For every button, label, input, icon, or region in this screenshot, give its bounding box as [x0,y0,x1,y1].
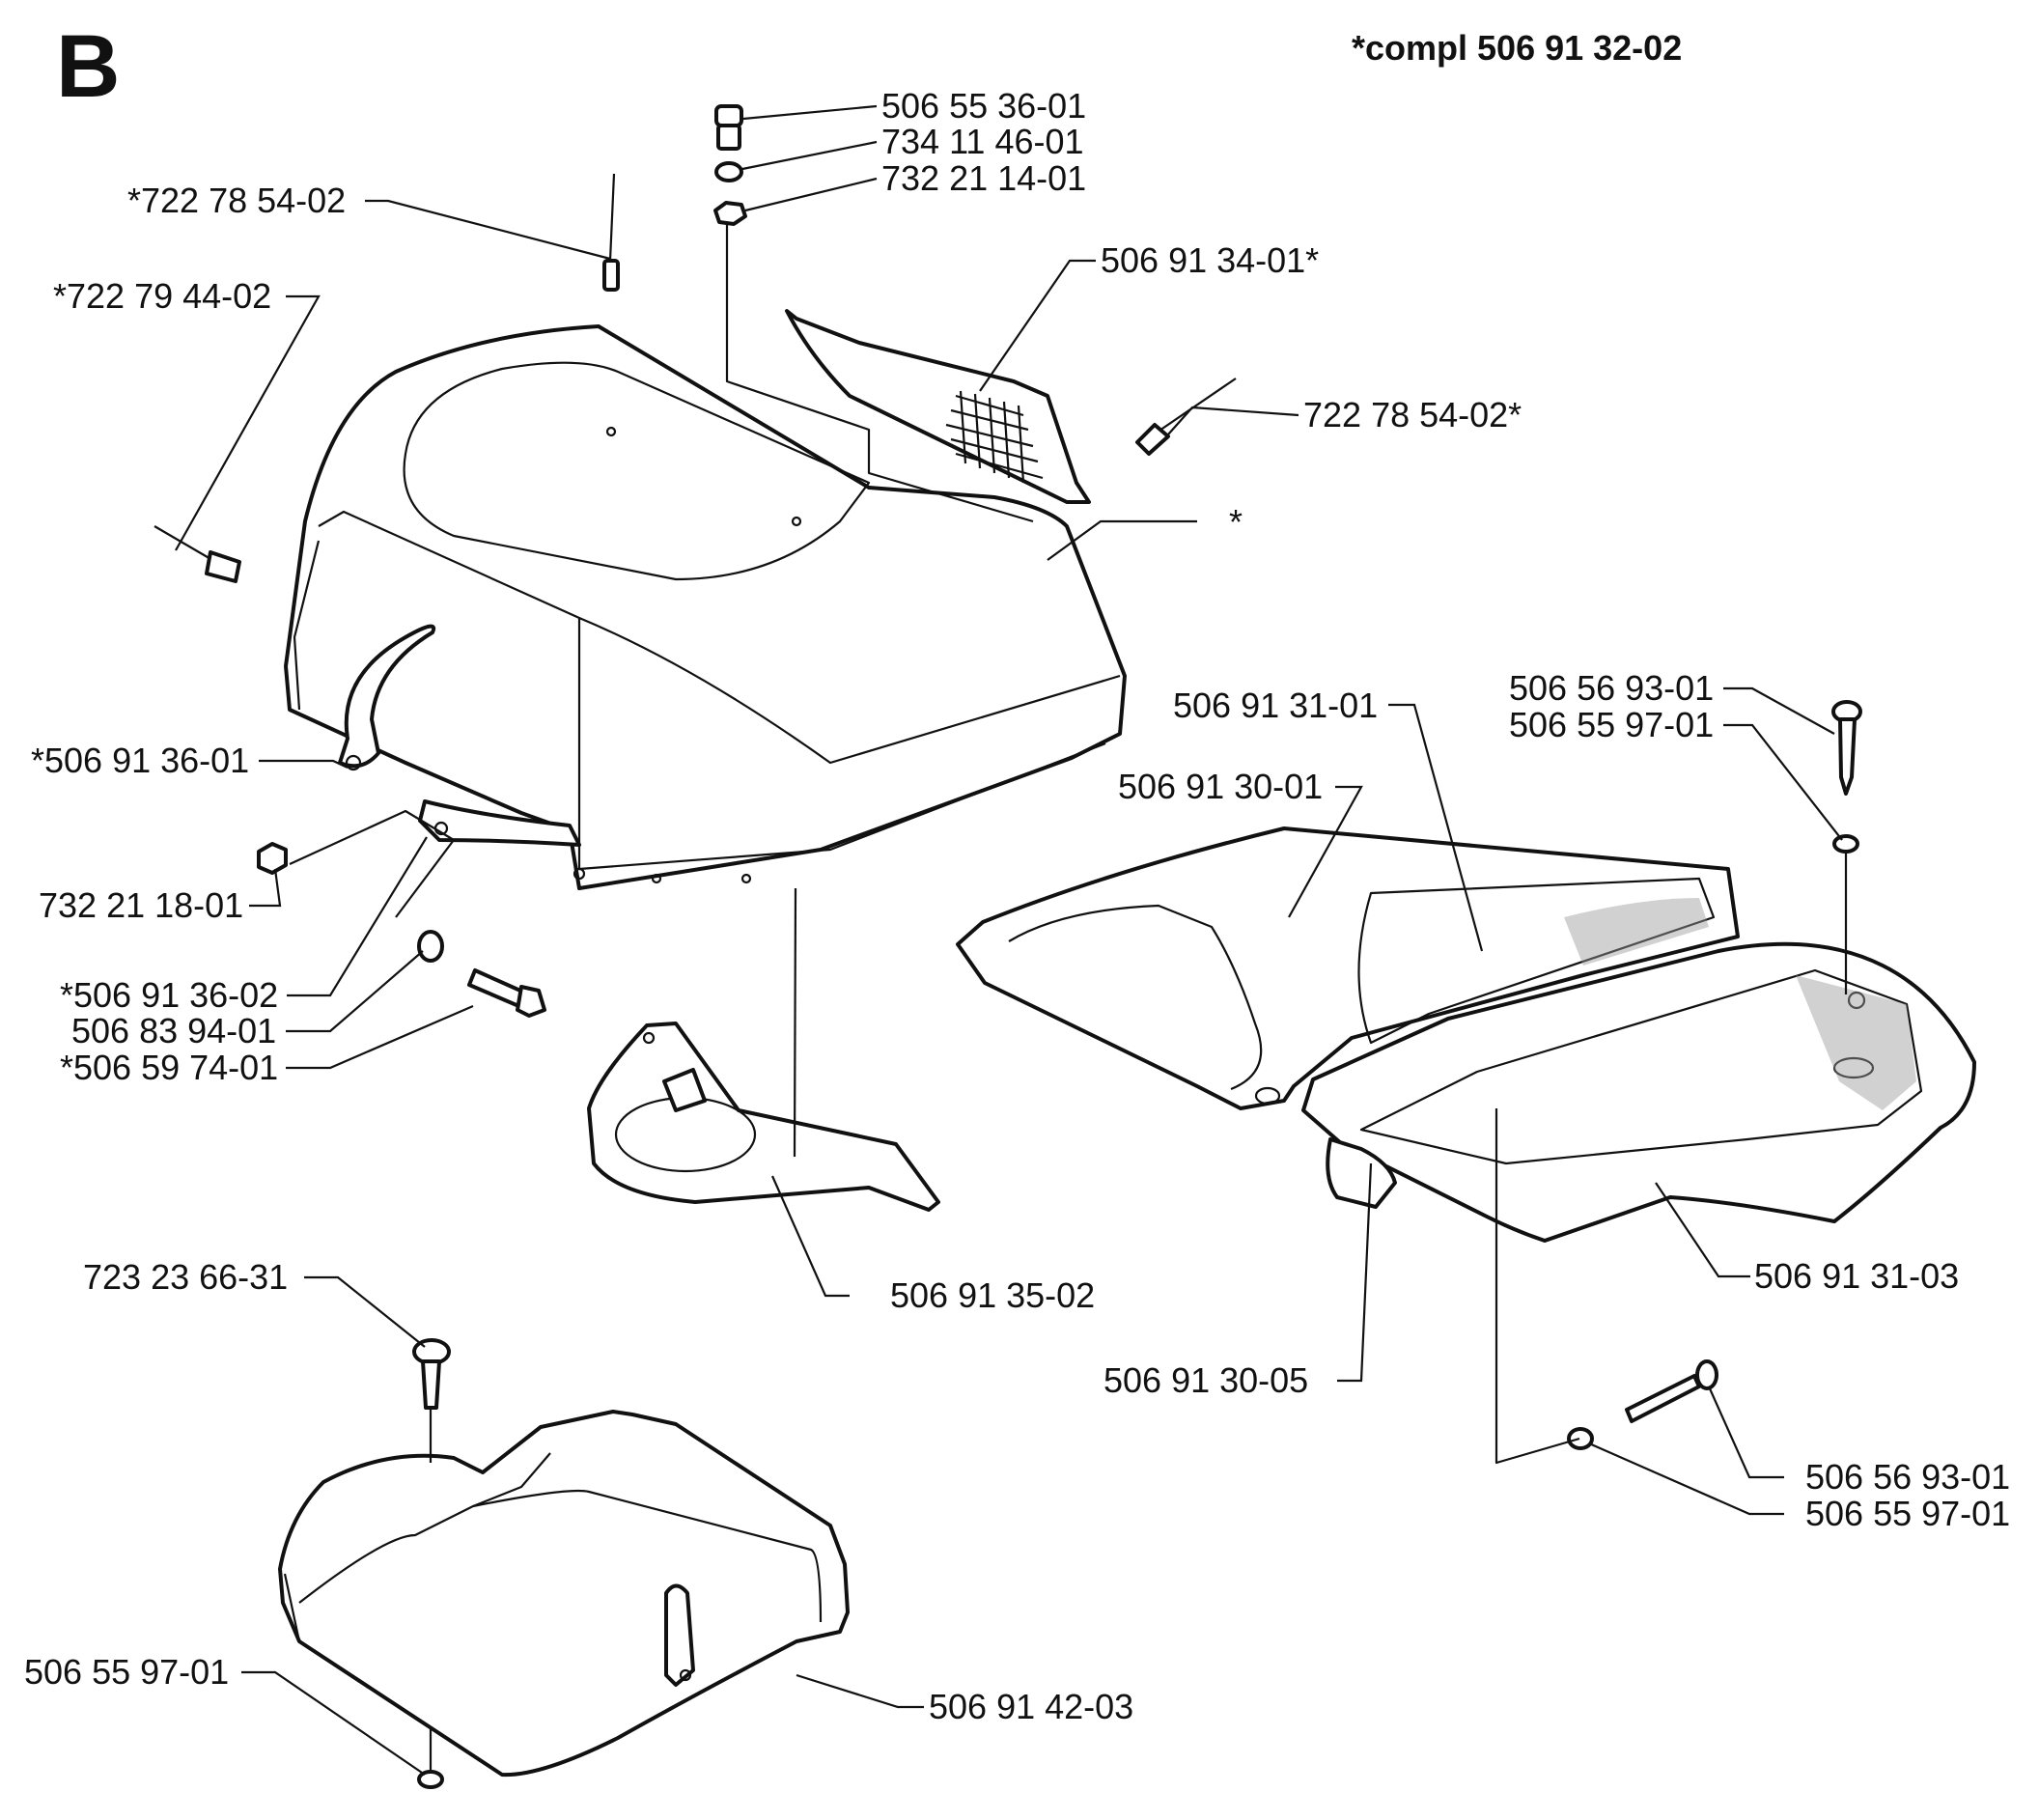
leader-lines [175,104,1843,1776]
part-label-506-55-36-01[interactable]: 506 55 36-01 [881,86,1086,126]
part-label-506-91-30-05[interactable]: 506 91 30-05 [1103,1360,1308,1400]
part-label-asterisk[interactable]: * [1229,502,1243,542]
fender-frame[interactable] [956,826,1740,1110]
grille-holes [945,390,1044,484]
nut-left[interactable] [257,842,288,875]
part-label-722-78-54-02-left[interactable]: *722 78 54-02 [127,181,346,220]
part-label-506-91-36-02[interactable]: *506 91 36-02 [60,975,278,1015]
part-label-732-21-14-01[interactable]: 732 21 14-01 [881,158,1086,198]
part-label-506-56-93-01-lower[interactable]: 506 56 93-01 [1805,1457,2010,1497]
screw-lower-right[interactable] [1625,1359,1718,1423]
part-label-506-59-74-01[interactable]: *506 59 74-01 [60,1048,278,1087]
part-label-506-55-97-01-lower[interactable]: 506 55 97-01 [1805,1494,2010,1533]
rivet-top[interactable] [602,173,620,292]
washer-bottom[interactable] [417,1770,444,1789]
part-label-723-23-66-31[interactable]: 723 23 66-31 [83,1257,288,1297]
part-label-506-91-35-02[interactable]: 506 91 35-02 [890,1275,1095,1315]
washer-lower-right[interactable] [1567,1427,1594,1450]
part-label-506-83-94-01[interactable]: 506 83 94-01 [71,1011,276,1050]
grille-plate[interactable] [785,309,1091,504]
washer-left[interactable] [417,930,444,963]
hood-part[interactable] [284,324,1127,890]
section-letter: B [56,17,120,116]
part-label-506-55-97-01-upper[interactable]: 506 55 97-01 [1509,705,1714,744]
part-label-722-78-54-02-right[interactable]: 722 78 54-02* [1303,395,1522,434]
strap-bracket-lower[interactable] [418,799,581,847]
fender-slot [1832,1056,1875,1079]
stipple-areas [1564,898,1916,1110]
assembly-note: *compl 506 91 32-02 [1352,28,1682,68]
part-label-506-91-42-03[interactable]: 506 91 42-03 [929,1687,1133,1726]
part-label-506-91-31-01[interactable]: 506 91 31-01 [1173,686,1378,725]
steering-cover[interactable] [587,887,940,1212]
top-washer[interactable] [714,161,743,182]
washer-upper-right[interactable] [1832,834,1859,854]
lower-right-guide [1494,1108,1580,1465]
part-label-506-91-30-01[interactable]: 506 91 30-01 [1118,767,1323,806]
part-label-506-91-34-01[interactable]: 506 91 34-01* [1101,240,1319,280]
top-screw-guide [725,224,1034,523]
thumb-screw[interactable] [412,1338,451,1410]
seat-bracket[interactable] [1326,1137,1397,1209]
part-label-506-56-93-01-upper[interactable]: 506 56 93-01 [1509,668,1714,708]
part-label-734-11-46-01[interactable]: 734 11 46-01 [881,122,1084,161]
part-label-722-79-44-02[interactable]: *722 79 44-02 [53,276,271,316]
fender-panel-right[interactable] [1301,941,1976,1243]
battery-cover[interactable] [278,1410,850,1778]
part-labels: 506 55 36-01 734 11 46-01 732 21 14-01 *… [24,86,2010,1726]
part-label-732-21-18-01[interactable]: 732 21 18-01 [39,885,243,925]
part-label-506-55-97-01-bottom[interactable]: 506 55 97-01 [24,1652,229,1692]
rivet-right[interactable] [1135,378,1237,456]
strap-bracket-upper[interactable] [338,624,436,771]
bolt-left[interactable] [467,968,546,1018]
part-label-506-91-31-03[interactable]: 506 91 31-03 [1754,1256,1959,1296]
part-label-506-91-36-01[interactable]: *506 91 36-01 [31,741,249,780]
top-nut[interactable] [713,201,747,226]
knob-screw-upper[interactable] [1831,700,1862,796]
left-fastener-guide [289,809,456,918]
top-screw[interactable] [714,104,743,151]
rivet-left[interactable] [154,525,241,583]
